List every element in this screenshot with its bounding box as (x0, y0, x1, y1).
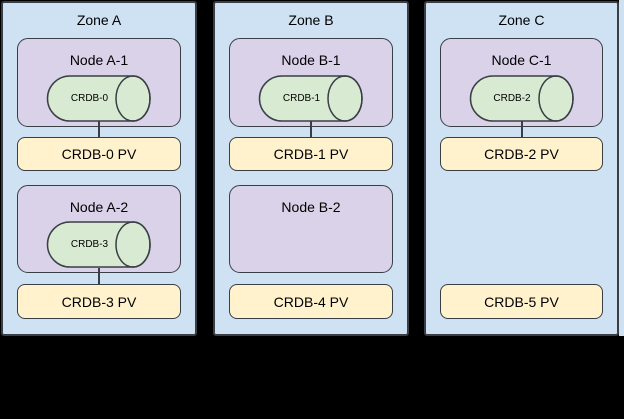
pv-box: CRDB-4 PV (229, 284, 393, 319)
zone-a: Zone A Node A-1 CRDB-0 CRDB-0 PV Node A-… (1, 1, 197, 336)
connector-line (520, 121, 523, 141)
pv-box: CRDB-0 PV (17, 137, 181, 171)
cylinder-label: CRDB-1 (282, 93, 321, 104)
pv-box: CRDB-3 PV (17, 284, 181, 319)
connector-line (98, 268, 100, 288)
node-label: Node A-1 (69, 52, 129, 68)
zone-title: Zone A (76, 12, 122, 28)
node-label: Node C-1 (491, 52, 552, 68)
connector-line (98, 121, 100, 141)
database-cylinder-icon: CRDB-2 (469, 75, 574, 122)
pv-label: CRDB-0 PV (61, 146, 137, 162)
node-label: Node A-2 (69, 199, 129, 215)
node-box-a1: Node A-1 CRDB-0 (17, 38, 181, 127)
cylinder-shape-icon (46, 75, 151, 122)
pv-box: CRDB-2 PV (440, 137, 603, 171)
pv-box: CRDB-5 PV (440, 284, 603, 319)
pv-label: CRDB-3 PV (61, 293, 137, 310)
cylinder-shape-icon (258, 75, 363, 122)
zone-b: Zone B Node B-1 CRDB-1 CRDB-1 PV Node B-… (213, 1, 409, 336)
node-box-c1: Node C-1 CRDB-2 (440, 38, 603, 127)
connector-line (310, 121, 312, 141)
background-strip (619, 0, 624, 336)
cylinder-shape-icon (46, 221, 151, 268)
cylinder-label: CRDB-3 (70, 239, 109, 250)
zone-c: Zone C Node C-1 CRDB-2 CRDB-2 PV CRDB-5 … (424, 1, 619, 336)
node-label: Node B-2 (281, 199, 341, 215)
database-cylinder-icon: CRDB-3 (46, 221, 152, 268)
node-box-b1: Node B-1 CRDB-1 (229, 38, 393, 127)
pv-label: CRDB-1 PV (273, 146, 349, 162)
cylinder-label: CRDB-2 (493, 93, 531, 104)
node-label: Node B-1 (281, 52, 341, 68)
zone-title: Zone B (288, 12, 334, 28)
database-cylinder-icon: CRDB-1 (258, 75, 364, 122)
pv-label: CRDB-5 PV (484, 293, 559, 310)
pv-label: CRDB-2 PV (484, 146, 559, 162)
node-box-b2: Node B-2 (229, 185, 393, 273)
pv-box: CRDB-1 PV (229, 137, 393, 171)
cylinder-label: CRDB-0 (70, 93, 109, 104)
database-cylinder-icon: CRDB-0 (46, 75, 152, 122)
zone-title: Zone C (498, 12, 545, 28)
cylinder-shape-icon (469, 75, 574, 122)
node-box-a2: Node A-2 CRDB-3 (17, 185, 181, 273)
pv-label: CRDB-4 PV (273, 293, 349, 310)
